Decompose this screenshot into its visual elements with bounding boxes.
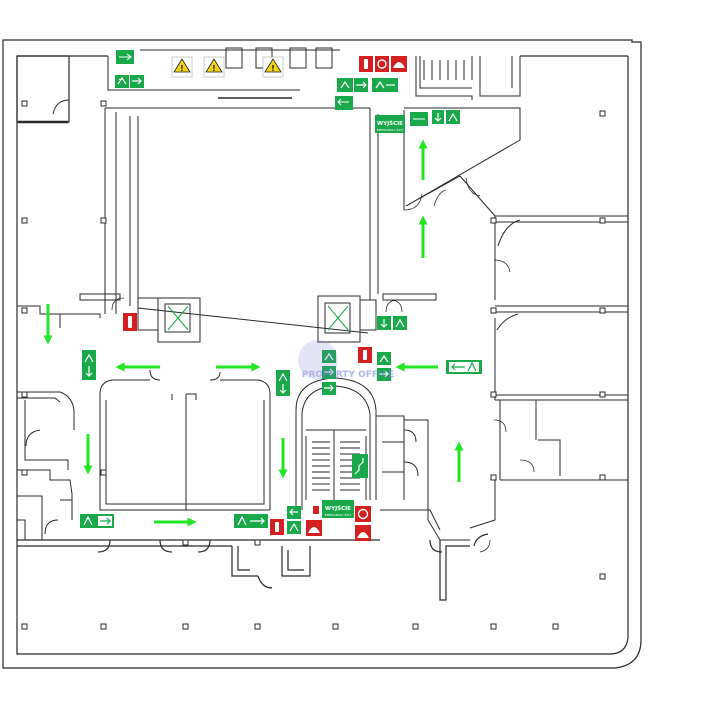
fire-hose-icon <box>308 527 320 533</box>
warning-icon: ! <box>203 56 225 78</box>
exit-sign-label: WYJŚCIE <box>325 505 351 512</box>
arrow-right-icon <box>132 77 142 85</box>
right-elevator-shaft <box>317 295 377 343</box>
arrow-right-icon <box>250 517 265 525</box>
fire-hose-icon <box>393 62 405 68</box>
arrow-down-icon <box>279 384 287 394</box>
warning-signs: ! ! ! <box>171 56 284 78</box>
arrow-right-icon <box>324 368 334 376</box>
running-man-icon <box>289 522 299 532</box>
running-man-icon <box>448 112 458 122</box>
exit-sign-bottom-left <box>80 514 114 528</box>
exit-sign-top-left <box>115 50 144 88</box>
exit-sign-sublabel: EMERGENCY EXIT <box>377 128 404 132</box>
arrow-right-icon <box>100 517 111 525</box>
warning-icon: ! <box>171 56 193 78</box>
running-man-icon <box>84 353 94 363</box>
fire-signs-left-elevator <box>123 313 137 331</box>
arrow-right-icon <box>356 81 367 89</box>
exit-sign-center-column <box>276 370 290 396</box>
doors <box>111 177 535 553</box>
running-man-icon <box>467 361 477 372</box>
top-corridor <box>107 47 340 99</box>
warning-symbol: ! <box>271 64 275 73</box>
running-man-icon <box>117 76 127 85</box>
fire-hose-icon <box>357 532 369 538</box>
fire-extinguisher-icon <box>364 59 368 69</box>
arrow-left-icon <box>337 98 349 106</box>
running-man-icon <box>278 372 288 382</box>
arrow-down-icon <box>380 319 388 328</box>
stairs-icon <box>354 458 364 475</box>
fire-signs-right-elevator <box>358 347 372 363</box>
exit-sign-stairs <box>352 454 368 478</box>
watermark-text: PROPERTY OFFICE <box>302 370 394 380</box>
fire-signs-bottom <box>270 506 371 541</box>
exit-sign-top-right <box>410 110 460 126</box>
central-stairwell <box>295 377 377 510</box>
running-man-icon <box>324 352 334 361</box>
central-rooms <box>99 369 271 511</box>
exit-sign-top-center <box>335 78 398 110</box>
arrow-left-icon <box>451 363 465 371</box>
running-man-icon <box>379 354 389 363</box>
exit-door-icon <box>119 53 132 61</box>
top-left-room <box>16 55 70 124</box>
stair-room-top-right <box>415 56 521 100</box>
running-man-icon <box>375 80 395 89</box>
warning-symbol: ! <box>212 64 216 73</box>
left-rooms <box>17 305 101 541</box>
arrow-right-icon <box>324 384 334 392</box>
exit-sign-bottom-center <box>234 506 301 534</box>
running-man-icon <box>237 515 247 526</box>
fire-alarm-icon <box>357 508 369 520</box>
central-atrium <box>79 107 437 334</box>
fire-extinguisher-icon <box>128 316 132 328</box>
evacuation-arrows <box>43 139 464 527</box>
fire-extinguisher-icon <box>363 350 367 360</box>
arrow-left-icon <box>289 508 298 516</box>
fire-extinguisher-icon <box>275 522 279 532</box>
exit-sign-label: WYJŚCIE <box>377 120 403 127</box>
fire-signs <box>123 56 407 541</box>
bottom-corridor <box>17 533 489 601</box>
exit-signs: WYJŚCIE EMERGENCY EXIT <box>80 50 482 534</box>
running-man-icon <box>395 318 405 328</box>
right-rooms <box>403 107 628 529</box>
exit-sign-stair-entrance <box>322 350 391 395</box>
exit-sign-left-corridor <box>82 350 96 380</box>
exit-sign-sublabel: EMERGENCY EXIT <box>325 513 352 517</box>
exit-sign-wyjscie-bottom: WYJŚCIE EMERGENCY EXIT <box>322 500 354 518</box>
fire-alarm-icon <box>377 59 387 69</box>
right-central-rooms <box>376 415 470 541</box>
running-man-icon <box>340 80 350 89</box>
fire-signs-top <box>359 56 407 72</box>
arrow-down-icon <box>434 113 442 122</box>
arrow-right-icon <box>379 370 389 378</box>
left-elevator-shaft <box>137 297 201 343</box>
warning-symbol: ! <box>180 64 184 73</box>
exit-sign-right-corridor <box>446 360 482 374</box>
arrow-down-icon <box>85 366 93 377</box>
columns <box>21 100 606 630</box>
exit-sign-wyjscie-top: WYJŚCIE EMERGENCY EXIT <box>375 115 405 133</box>
warning-icon: ! <box>262 56 284 78</box>
watermark: PROPERTY OFFICE <box>298 340 394 380</box>
exit-sign-right-elevator <box>377 316 407 330</box>
running-man-icon <box>83 515 93 526</box>
